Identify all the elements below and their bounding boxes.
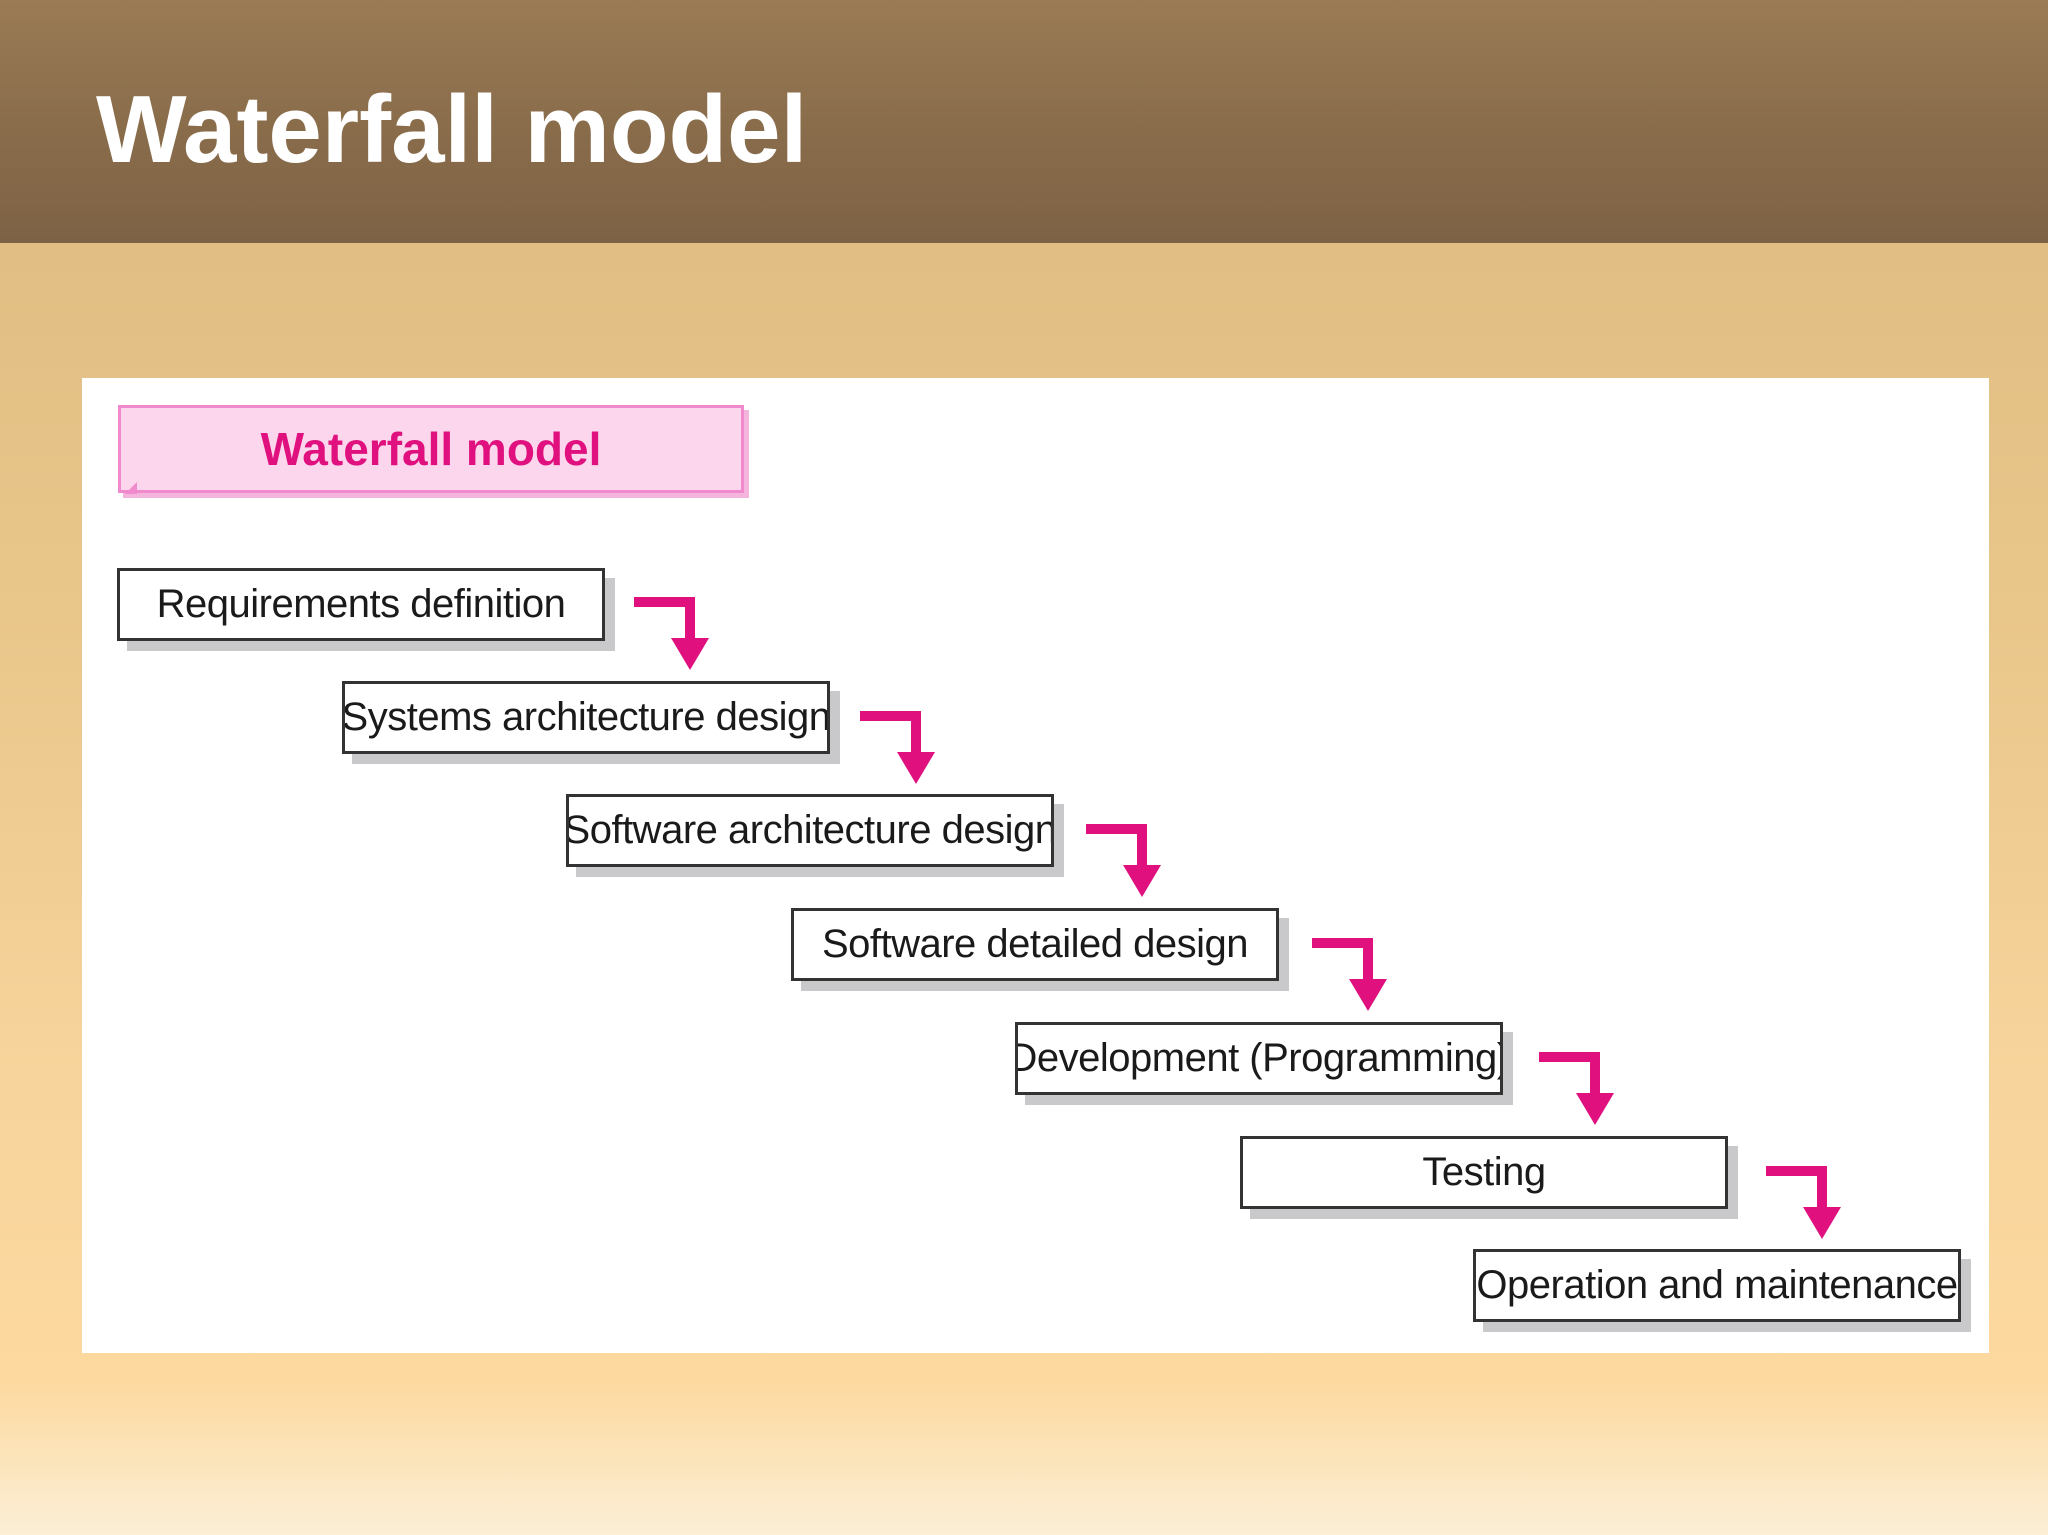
step-systems-architecture-design: Systems architecture design bbox=[342, 681, 830, 754]
diagram-title: Waterfall model bbox=[260, 423, 602, 475]
arrow-right-down-icon bbox=[1539, 1052, 1614, 1125]
arrow-right-down-icon bbox=[1086, 824, 1161, 897]
step-software-detailed-design: Software detailed design bbox=[791, 908, 1279, 981]
diagram-title-box: Waterfall model bbox=[118, 405, 744, 494]
step-testing: Testing bbox=[1240, 1136, 1728, 1209]
arrow-right-down-icon bbox=[1766, 1166, 1841, 1239]
slide-header: Waterfall model bbox=[0, 0, 2048, 243]
step-software-architecture-design: Software architecture design bbox=[566, 794, 1054, 867]
title-box-corner-icon bbox=[125, 482, 137, 494]
arrow-right-down-icon bbox=[1312, 938, 1387, 1011]
step-operation-and-maintenance: Operation and maintenance bbox=[1473, 1249, 1961, 1322]
arrow-right-down-icon bbox=[860, 711, 935, 784]
waterfall-diagram: Waterfall model Requirements definition … bbox=[82, 378, 1989, 1353]
slide-title: Waterfall model bbox=[96, 76, 808, 183]
step-requirements-definition: Requirements definition bbox=[117, 568, 605, 641]
step-development-programming: Development (Programming) bbox=[1015, 1022, 1503, 1095]
arrow-right-down-icon bbox=[634, 597, 709, 670]
